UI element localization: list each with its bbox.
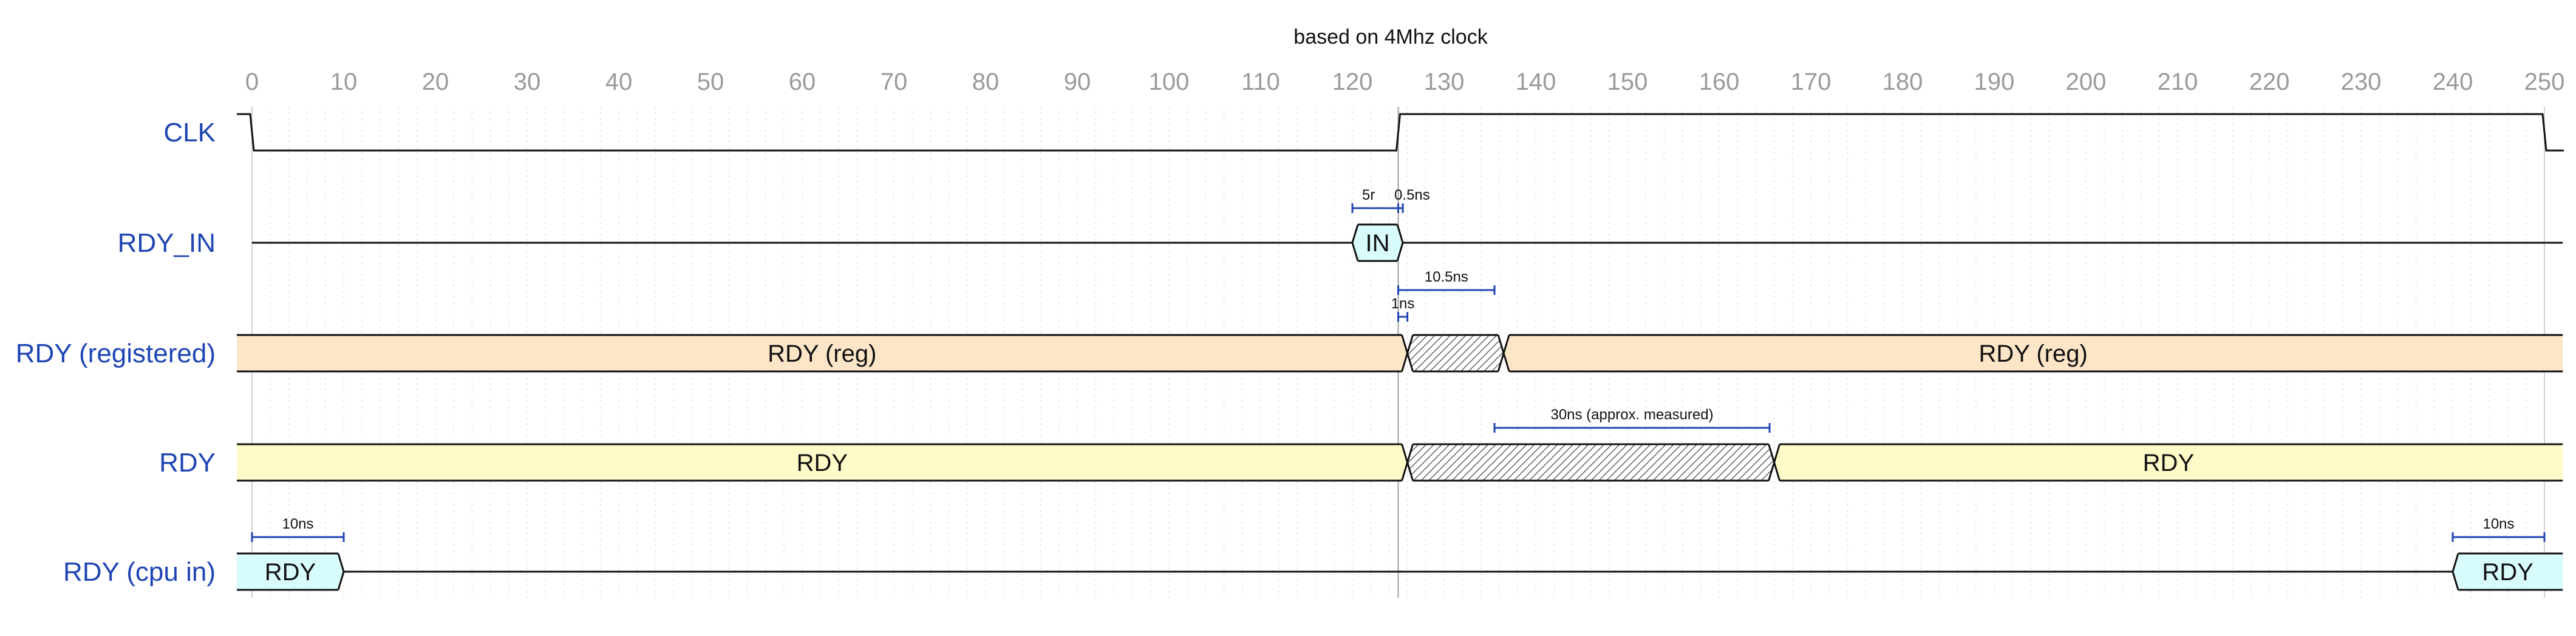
measure-label: 10.5ns xyxy=(1425,269,1468,285)
tick-label: 190 xyxy=(1974,69,2015,95)
segment-outline xyxy=(1406,443,1776,482)
measure-label: 0.5ns xyxy=(1394,187,1430,203)
signal-label: RDY (cpu in) xyxy=(63,557,216,587)
tick-label: 0 xyxy=(245,69,259,95)
measure-label: 30ns (approx. measured) xyxy=(1550,407,1713,423)
tick-label: 120 xyxy=(1332,69,1373,95)
signal-rdy-cpu-in: RDY (cpu in) RDY RDY xyxy=(63,552,2563,591)
segment-label: RDY (reg) xyxy=(1979,340,2088,367)
diagram-title: based on 4Mhz clock xyxy=(1293,25,1488,49)
data-segment xyxy=(1504,335,2563,371)
tick-label: 10 xyxy=(330,69,358,95)
measurements: 5r 0.5ns 10.5ns 1ns 30ns (approx. measured) 1… xyxy=(251,187,2546,542)
tick-label: 20 xyxy=(422,69,449,95)
segment-label: RDY xyxy=(265,559,316,586)
measure-label: 1ns xyxy=(1391,296,1415,312)
undefined-segment xyxy=(1407,444,1774,481)
undefined-segment xyxy=(1407,335,1504,371)
tick-label: 40 xyxy=(605,69,633,95)
segment-outline xyxy=(1773,443,2563,482)
measurement: 5r xyxy=(1351,187,1399,213)
signal-rdy: RDY RDY RDY xyxy=(159,443,2563,482)
tick-label: 140 xyxy=(1516,69,1556,95)
tick-label: 100 xyxy=(1149,69,1190,95)
measurement: 0.5ns xyxy=(1394,187,1430,213)
segment-label: RDY (reg) xyxy=(768,340,876,367)
tick-label: 90 xyxy=(1064,69,1091,95)
measurement: 10.5ns xyxy=(1397,269,1496,295)
tick-label: 240 xyxy=(2433,69,2473,95)
data-segment xyxy=(237,444,1408,481)
tick-label: 60 xyxy=(789,69,816,95)
data-segment xyxy=(1352,225,1403,261)
signal-clk: CLK xyxy=(163,113,2564,152)
signal-label: CLK xyxy=(163,118,216,147)
segment-label: IN xyxy=(1366,230,1390,257)
tick-label: 230 xyxy=(2341,69,2382,95)
measurement: 10ns xyxy=(251,516,345,542)
signal-label: RDY xyxy=(159,448,216,478)
measurement: 30ns (approx. measured) xyxy=(1493,407,1771,433)
data-segment xyxy=(1774,444,2563,481)
data-segment xyxy=(2453,553,2563,590)
clock-wave xyxy=(237,113,2564,152)
tick-label: 150 xyxy=(1607,69,1648,95)
measurement: 1ns xyxy=(1391,296,1415,322)
tick-label: 210 xyxy=(2158,69,2198,95)
segment-outline xyxy=(1406,334,1505,373)
signal-rdy-in: RDY_IN IN xyxy=(118,223,2563,262)
signal-label: RDY (registered) xyxy=(16,339,216,368)
signal-rdy-registered: RDY (registered) RDY (reg) RDY (reg) xyxy=(16,334,2563,373)
data-segment xyxy=(237,335,1408,371)
tick-label: 170 xyxy=(1791,69,1831,95)
time-axis: 0 10 20 30 40 50 60 70 80 90 100 110 120 130 140 150 160… xyxy=(245,69,2565,95)
tick-label: 80 xyxy=(972,69,1000,95)
tick-label: 50 xyxy=(697,69,724,95)
tick-label: 110 xyxy=(1241,69,1280,95)
measure-label: 10ns xyxy=(2482,516,2514,532)
data-segment xyxy=(237,553,344,590)
measure-label: 5r xyxy=(1362,187,1375,203)
segment-label: RDY xyxy=(797,450,848,476)
tick-label: 70 xyxy=(881,69,908,95)
tick-label: 130 xyxy=(1424,69,1465,95)
tick-label: 160 xyxy=(1699,69,1740,95)
tick-label: 220 xyxy=(2249,69,2290,95)
segment-outline xyxy=(1502,334,2563,373)
segment-label: RDY xyxy=(2143,450,2194,476)
tick-label: 30 xyxy=(514,69,541,95)
tick-label: 180 xyxy=(1883,69,1923,95)
segment-label: RDY xyxy=(2482,559,2533,586)
segment-outline xyxy=(1351,223,1404,262)
measure-label: 10ns xyxy=(282,516,313,532)
tick-label: 200 xyxy=(2066,69,2107,95)
tick-label: 250 xyxy=(2524,69,2565,95)
segment-outline xyxy=(2452,552,2563,591)
signal-label: RDY_IN xyxy=(118,228,216,258)
measurement: 10ns xyxy=(2452,516,2546,542)
